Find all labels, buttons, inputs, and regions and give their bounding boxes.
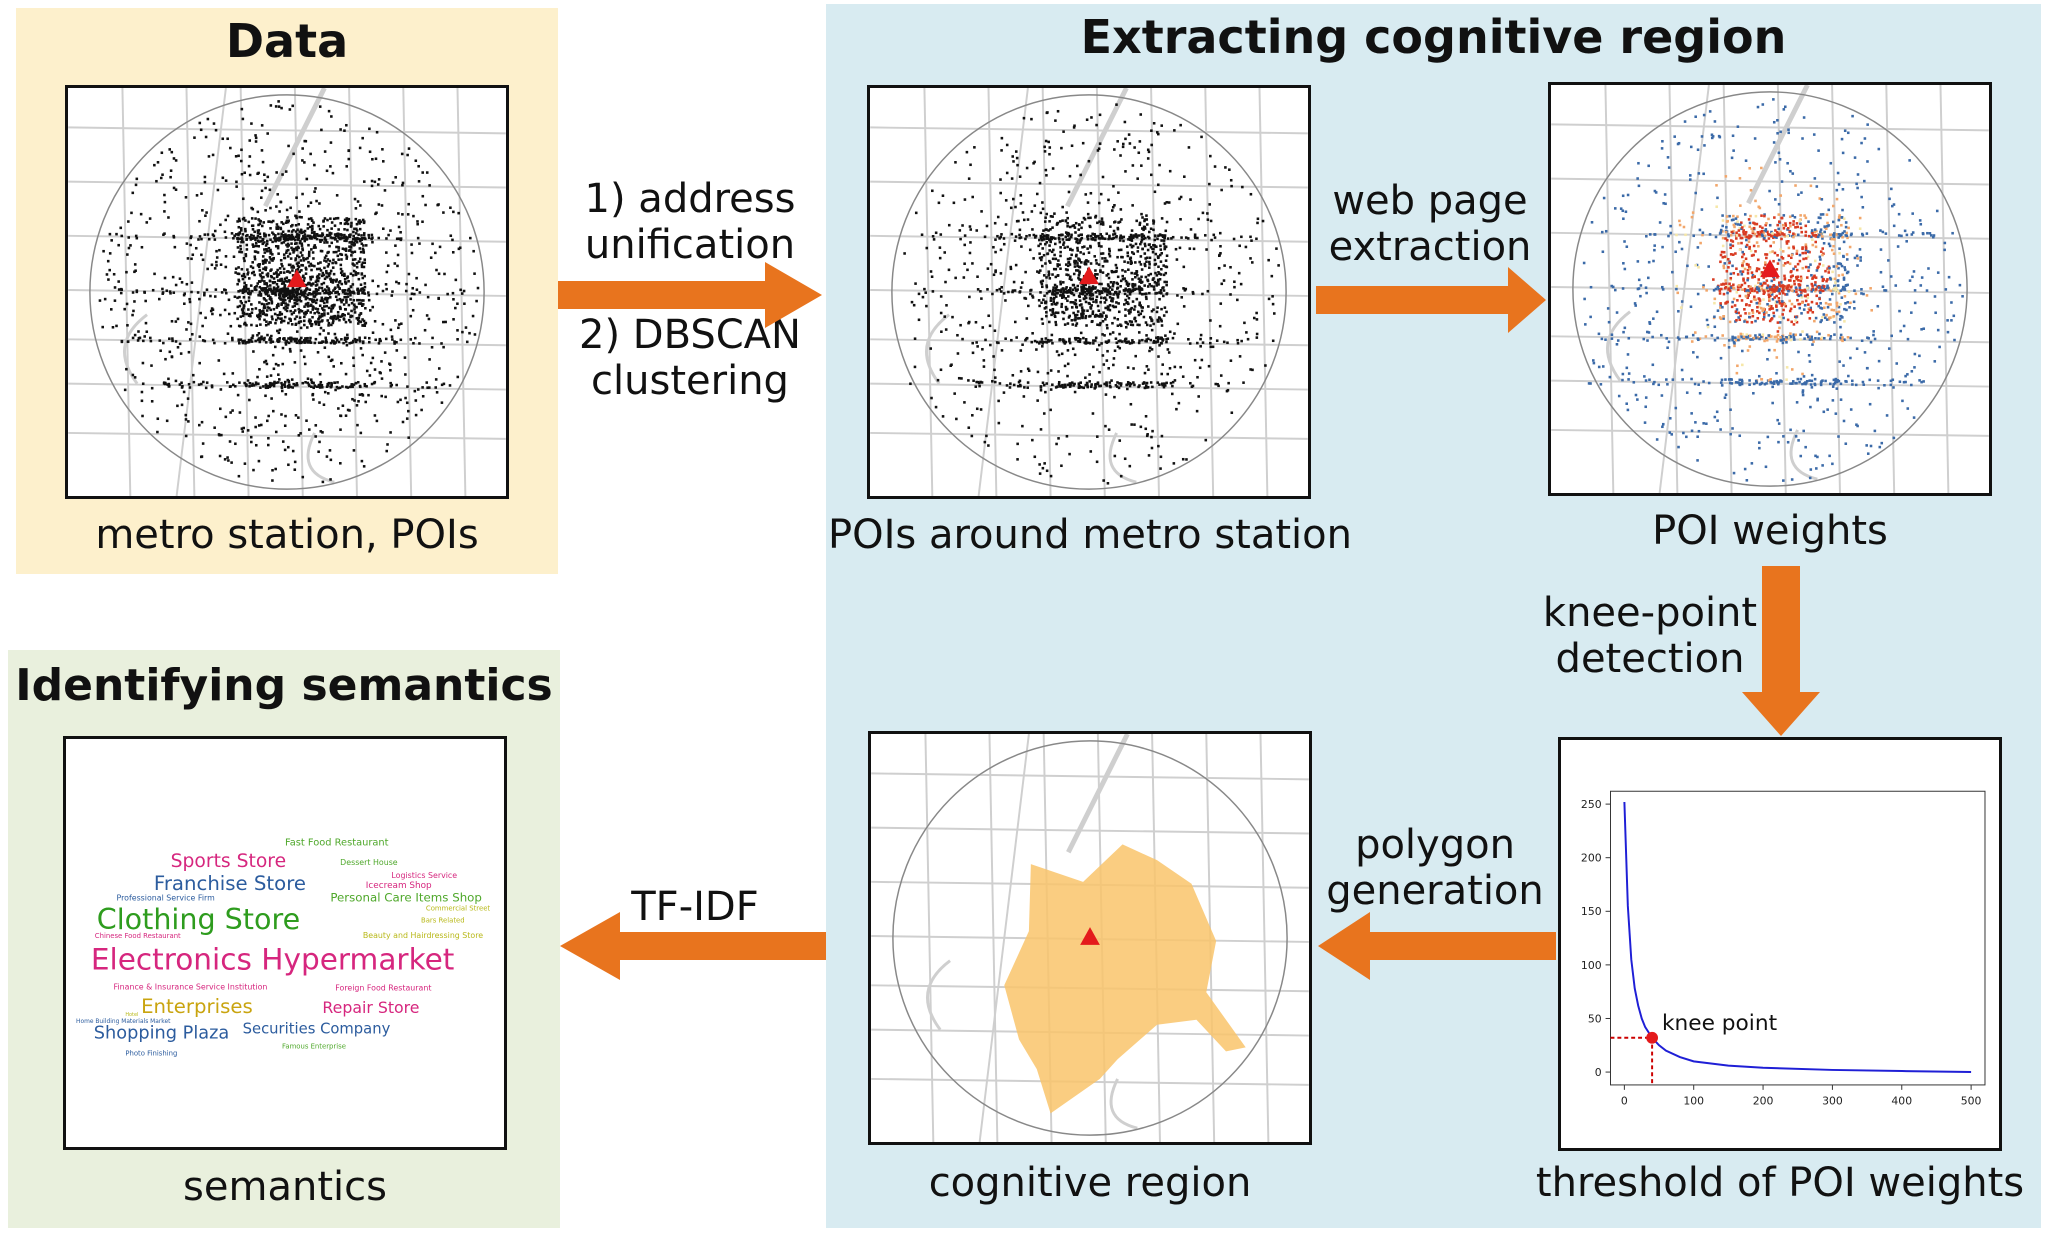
y-tick-label: 150 xyxy=(1581,905,1602,918)
x-tick-label: 400 xyxy=(1891,1095,1912,1108)
metro-station-marker xyxy=(1080,927,1100,945)
metro-pois-svg xyxy=(68,88,506,496)
step-tf-idf: TF-IDF xyxy=(631,884,759,930)
arrow-left-1 xyxy=(1318,912,1556,980)
y-tick-label: 0 xyxy=(1595,1066,1602,1079)
x-tick-label: 500 xyxy=(1961,1095,1982,1108)
knee-point-marker xyxy=(1646,1031,1659,1044)
semantics-title: Identifying semantics xyxy=(15,660,553,711)
wordcloud-term: Fast Food Restaurant xyxy=(285,837,389,848)
y-tick-label: 50 xyxy=(1588,1012,1602,1025)
cognitive-region-map xyxy=(868,731,1312,1145)
knee-point-label: knee point xyxy=(1662,1011,1777,1036)
knee-plot: 0 100 200 300 400 500 0 50 100 150 200 250 knee poin… xyxy=(1558,737,2002,1151)
arrow-right-1 xyxy=(558,262,822,328)
wordcloud-term: Bars Related xyxy=(421,916,465,924)
step-dbscan-clustering: 2) DBSCAN clustering xyxy=(579,312,801,404)
x-tick-label: 100 xyxy=(1683,1095,1704,1108)
wordcloud-term: Dessert House xyxy=(340,858,398,867)
wordcloud-term: Beauty and Hairdressing Store xyxy=(363,931,483,940)
wordcloud-term: Enterprises xyxy=(141,995,253,1018)
wordcloud-term: Chinese Food Restaurant xyxy=(95,932,181,940)
wordcloud-term: Securities Company xyxy=(243,1021,391,1038)
y-tick-label: 250 xyxy=(1581,798,1602,811)
poi-weights-svg xyxy=(1551,85,1989,493)
y-tick-label: 200 xyxy=(1581,852,1602,865)
search-radius-circle xyxy=(1572,91,1968,487)
poi-weights-map xyxy=(1548,82,1992,496)
wordcloud-term: Home Building Materials Market xyxy=(76,1019,171,1025)
cognitive-region-polygon xyxy=(1004,844,1246,1114)
data-title: Data xyxy=(225,14,349,68)
wordcloud-term: Photo Finishing xyxy=(125,1049,177,1057)
caption-around: POIs around metro station xyxy=(828,512,1352,558)
wordcloud-term: Repair Store xyxy=(322,998,419,1017)
caption-semantics: semantics xyxy=(183,1164,387,1210)
caption-weights: POI weights xyxy=(1652,508,1888,554)
wordcloud-term: Famous Enterprise xyxy=(282,1042,346,1050)
wordcloud-term: Logistics Service xyxy=(391,871,457,880)
x-tick-label: 0 xyxy=(1621,1095,1628,1108)
x-tick-label: 300 xyxy=(1822,1095,1843,1108)
x-tick-label: 200 xyxy=(1753,1095,1774,1108)
cognitive-region-svg xyxy=(871,734,1309,1142)
wordcloud-term: Icecream Shop xyxy=(366,881,432,891)
pois-around-map xyxy=(867,85,1311,499)
road-network xyxy=(68,88,506,496)
wordcloud-term: Sports Store xyxy=(171,851,286,872)
knee-plot-svg: 0 100 200 300 400 500 0 50 100 150 200 250 knee poin… xyxy=(1581,790,1986,1108)
poi-points xyxy=(1582,98,1964,482)
search-radius-circle xyxy=(892,740,1288,1136)
metro-station-marker xyxy=(1079,266,1099,285)
wordcloud-term: Electronics Hypermarket xyxy=(91,943,455,977)
step-address-unification: 1) address unification xyxy=(584,176,796,268)
pois-around-svg xyxy=(870,88,1308,496)
plot-area xyxy=(1610,790,1986,1086)
wordcloud-term: Professional Service Firm xyxy=(116,894,214,903)
search-radius-circle xyxy=(89,94,485,490)
metro-station-marker xyxy=(287,269,307,288)
y-tick-label: 100 xyxy=(1581,959,1602,972)
wordcloud-term: Foreign Food Restaurant xyxy=(335,983,431,992)
wordcloud-term: Finance & Insurance Service Institution xyxy=(114,982,268,991)
step-web-page-extraction: web page extraction xyxy=(1328,178,1532,270)
step-knee-point-detection: knee-point detection xyxy=(1542,590,1758,682)
poi-points xyxy=(98,100,480,484)
wordcloud-term: Commercial Street xyxy=(426,904,490,912)
wordcloud-term: Hotel xyxy=(125,1012,138,1018)
wordcloud-term: Clothing Store xyxy=(97,902,300,936)
caption-metro: metro station, POIs xyxy=(95,512,479,558)
wordcloud-term: Shopping Plaza xyxy=(94,1024,229,1044)
caption-cognitive: cognitive region xyxy=(928,1160,1252,1206)
extract-title: Extracting cognitive region xyxy=(1080,10,1787,64)
caption-threshold: threshold of POI weights xyxy=(1535,1160,2025,1206)
wordcloud-term: Personal Care Items Shop xyxy=(330,891,482,905)
wordcloud-term: Franchise Store xyxy=(154,872,306,895)
metro-pois-map xyxy=(65,85,509,499)
metro-station-marker xyxy=(1760,259,1780,278)
search-radius-circle xyxy=(891,94,1287,490)
step-polygon-generation: polygon generation xyxy=(1326,822,1544,914)
arrow-down xyxy=(1742,566,1820,736)
arrow-right-2 xyxy=(1316,267,1546,333)
arrow-left-2 xyxy=(560,912,826,980)
